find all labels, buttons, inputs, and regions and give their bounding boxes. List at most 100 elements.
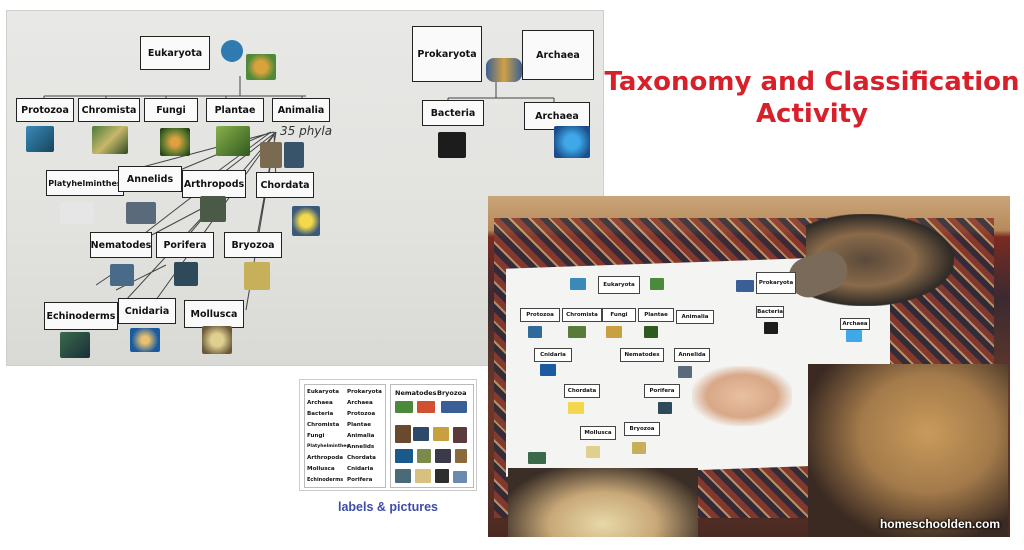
sheet-cell: Bacteria xyxy=(307,411,334,417)
kingdom-fungi: Fungi xyxy=(144,98,198,122)
protozoa-photo xyxy=(26,126,54,152)
photo-picture xyxy=(528,452,546,464)
sheet-cell: Porifera xyxy=(347,477,373,483)
photo-label-prokaryota: Prokaryota xyxy=(756,272,796,294)
photo-label-bacteria: Bacteria xyxy=(756,306,784,318)
phylum-porifera: Porifera xyxy=(156,232,214,258)
photo-picture xyxy=(606,326,622,338)
photo-label-cnidaria: Cnidaria xyxy=(534,348,572,362)
poster-photo: Eukaryota Prokaryota Archaea Bacteria Ar… xyxy=(6,10,604,366)
chordata-photo xyxy=(292,206,320,236)
title-line-2: Activity xyxy=(755,99,869,129)
nematodes-photo xyxy=(110,264,134,286)
photo-picture xyxy=(586,446,600,458)
animalia-photo-1 xyxy=(260,142,282,168)
sheet-cell: Platyhelminthes xyxy=(307,444,350,449)
plantae-photo xyxy=(216,126,250,156)
sheet-caption: labels & pictures xyxy=(337,500,439,514)
sheet-cell: Prokaryota xyxy=(347,389,382,395)
labels-sheet: Eukaryota Prokaryota Archaea Archaea Bac… xyxy=(300,380,476,490)
phylum-cnidaria: Cnidaria xyxy=(118,298,176,324)
sheet-picture xyxy=(433,427,449,441)
sheet-picture xyxy=(417,401,435,413)
photo-label-animalia: Animalia xyxy=(676,310,714,324)
photo-label-annelida: Annelida xyxy=(674,348,710,362)
annelids-photo xyxy=(126,202,156,224)
photo-label-mollusca: Mollusca xyxy=(580,426,616,440)
poster-label-archaea: Archaea xyxy=(524,102,590,130)
sheet-header: Bryozoa xyxy=(437,389,467,397)
phylum-bryozoa: Bryozoa xyxy=(224,232,282,258)
echinoderms-photo xyxy=(60,332,90,358)
photo-picture xyxy=(678,366,692,378)
photo-picture xyxy=(650,278,664,290)
photo-picture xyxy=(658,402,672,414)
phylum-arthropods: Arthropods xyxy=(182,170,246,198)
sheet-picture xyxy=(453,471,467,483)
sheet-cell: Archaea xyxy=(307,400,333,406)
fungi-photo xyxy=(160,128,190,156)
watermark: homeschoolden.com xyxy=(879,517,1000,531)
bacteria-picture xyxy=(486,58,522,82)
animalia-photo-2 xyxy=(284,142,304,168)
sheet-cell: Protozoa xyxy=(347,411,376,417)
sheet-cell: Annelids xyxy=(347,444,375,450)
photo-picture xyxy=(764,322,778,334)
children-photo: Eukaryota Prokaryota Protozoa Chromista … xyxy=(488,196,1010,537)
poster-label-eukaryota: Eukaryota xyxy=(140,36,210,70)
poster-label-prokaryota: Prokaryota xyxy=(412,26,482,82)
photo-label-protozoa: Protozoa xyxy=(520,308,560,322)
child-1 xyxy=(808,364,1008,537)
sheet-picture xyxy=(435,449,451,463)
sheet-picture xyxy=(395,425,411,443)
photo-picture xyxy=(846,330,862,342)
sheet-picture xyxy=(453,427,467,443)
page-title: Taxonomy and Classification Activity xyxy=(604,66,1020,130)
chromista-photo xyxy=(92,126,128,154)
sheet-picture xyxy=(395,469,411,483)
child-hand xyxy=(692,366,792,426)
phylum-echinoderms: Echinoderms xyxy=(44,302,118,330)
photo-picture xyxy=(736,280,754,292)
photo-picture xyxy=(568,326,586,338)
mollusca-photo xyxy=(202,326,232,354)
photo-label-bryozoa: Bryozoa xyxy=(624,422,660,436)
sheet-picture xyxy=(415,469,431,483)
sheet-picture xyxy=(455,449,467,463)
sheet-picture xyxy=(413,427,429,441)
kingdom-chromista: Chromista xyxy=(78,98,140,122)
sheet-cell: Fungi xyxy=(307,433,325,439)
arthropods-photo xyxy=(200,196,226,222)
sheet-cell: Animalia xyxy=(347,433,375,439)
sheet-picture xyxy=(441,401,467,413)
sheet-cell: Mollusca xyxy=(307,466,335,472)
sheet-picture xyxy=(417,449,431,463)
photo-label-chordata: Chordata xyxy=(564,384,600,398)
phylum-platyhelminthes: Platyhelminthes xyxy=(46,170,124,196)
bacteria-photo xyxy=(438,132,466,158)
sheet-picture xyxy=(435,469,449,483)
sheet-cell: Eukaryota xyxy=(307,389,339,395)
sheet-cell: Echinoderms xyxy=(307,477,344,483)
bryozoa-photo xyxy=(244,262,270,290)
photo-picture xyxy=(570,278,586,290)
title-line-1: Taxonomy and Classification xyxy=(604,67,1020,97)
photo-label-archaea: Archaea xyxy=(840,318,870,330)
poster-label-archaea-top: Archaea xyxy=(522,30,594,80)
phylum-mollusca: Mollusca xyxy=(184,300,244,328)
sheet-cell: Archaea xyxy=(347,400,373,406)
photo-label-fungi: Fungi xyxy=(602,308,636,322)
pictures-page: Nematodes Bryozoa xyxy=(390,384,474,488)
platyhelminthes-photo xyxy=(60,202,94,224)
child-2 xyxy=(508,468,698,537)
sheet-picture xyxy=(395,449,413,463)
poster-label-bacteria: Bacteria xyxy=(422,100,484,126)
photo-label-nematodes: Nematodes xyxy=(620,348,664,362)
photo-label-chromista: Chromista xyxy=(562,308,602,322)
sheet-header: Nematodes xyxy=(395,389,437,397)
photo-picture xyxy=(528,326,542,338)
sheet-cell: Arthropoda xyxy=(307,455,343,461)
handwritten-35-phyla: 35 phyla xyxy=(280,124,333,138)
phylum-chordata: Chordata xyxy=(256,172,314,198)
phylum-annelids: Annelids xyxy=(118,166,182,192)
